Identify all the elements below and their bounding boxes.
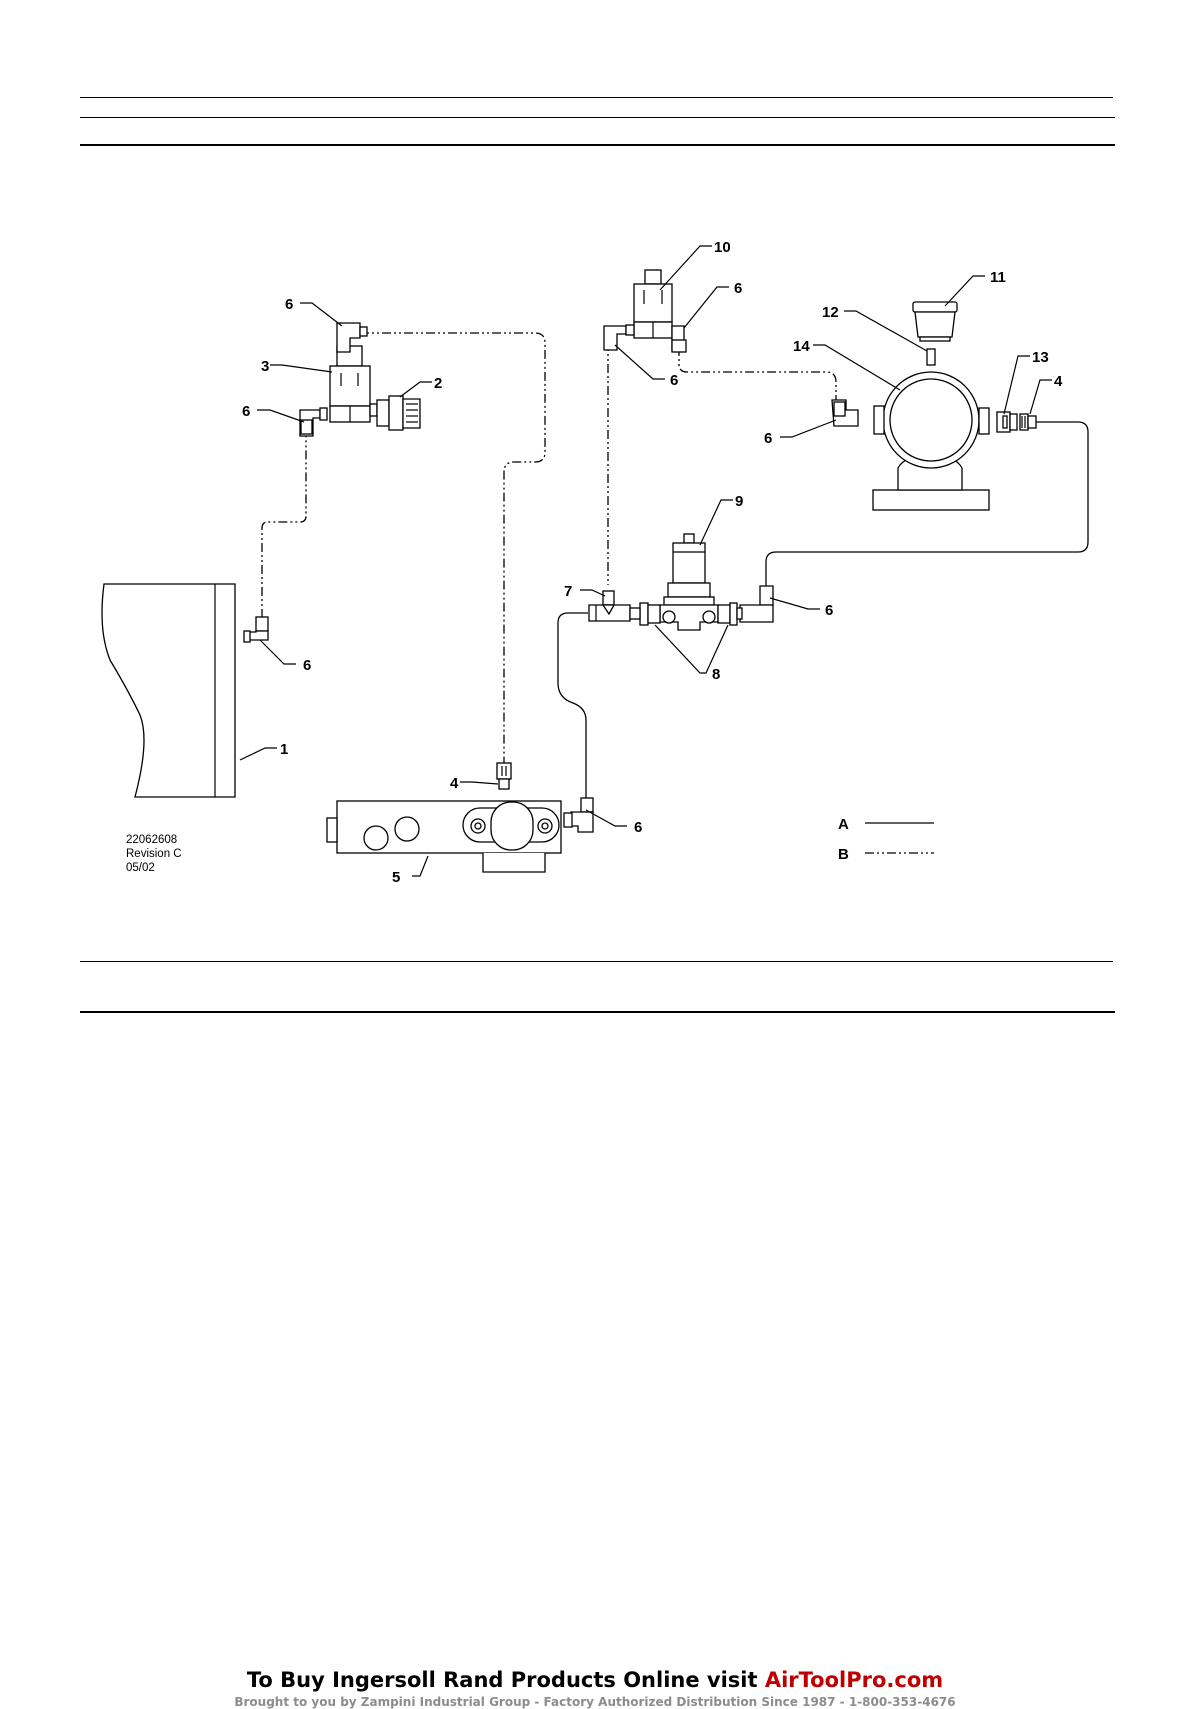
connector-2 <box>370 396 420 430</box>
callout-3: 3 <box>261 358 269 375</box>
elbow-fitting-valve10-right <box>672 326 686 352</box>
callout-6-block: 6 <box>634 819 642 836</box>
port-fitting-8-right <box>718 603 737 625</box>
footer-promo-text: To Buy Ingersoll Rand Products Online vi… <box>247 1668 765 1692</box>
solenoid-valve-9 <box>660 534 718 630</box>
callout-6-valve10-left: 6 <box>670 372 678 389</box>
filter-housing-14 <box>873 372 989 510</box>
footer-brand-link[interactable]: AirToolPro.com <box>765 1668 943 1692</box>
callout-6-tank: 6 <box>303 657 311 674</box>
callout-8: 8 <box>712 666 720 683</box>
callout-6-valve10-right: 6 <box>734 280 742 297</box>
callout-5: 5 <box>392 869 400 886</box>
callout-6-valve3-top: 6 <box>285 296 293 313</box>
elbow-fitting-valve10-left <box>604 325 634 350</box>
elbow-fitting-valve9-right <box>737 586 773 622</box>
callout-2: 2 <box>434 375 442 392</box>
callout-6-valve3-bottom: 6 <box>242 403 250 420</box>
legend-key-b: B <box>838 846 849 863</box>
drawing-revision: Revision C <box>126 848 182 860</box>
callout-14: 14 <box>793 338 810 355</box>
legend-key-a: A <box>838 816 849 833</box>
callout-6-filter: 6 <box>764 430 772 447</box>
callout-12: 12 <box>822 304 839 321</box>
callout-1: 1 <box>280 741 288 758</box>
fitting-4-block <box>497 763 511 789</box>
fitting-4-filter <box>1020 414 1036 430</box>
solenoid-valve-10 <box>634 270 672 338</box>
callout-11: 11 <box>990 269 1006 286</box>
drawing-date: 05/02 <box>126 862 155 874</box>
callout-6-valve9: 6 <box>825 602 833 619</box>
callout-4-block: 4 <box>450 775 459 792</box>
fitting-13 <box>997 412 1017 432</box>
callout-7: 7 <box>564 583 572 600</box>
block-elbow-6 <box>564 798 593 832</box>
footer-promo: To Buy Ingersoll Rand Products Online vi… <box>0 1668 1190 1692</box>
manifold-block-5 <box>327 801 561 872</box>
callout-4-filter: 4 <box>1054 373 1063 390</box>
drawing-number: 22062608 <box>126 834 177 846</box>
gauge-11 <box>913 302 957 341</box>
solenoid-valve-3 <box>330 346 370 422</box>
receiver-tank <box>102 584 268 797</box>
drawing-id: 22062608 Revision C 05/02 <box>126 834 182 874</box>
footer-distributor-line: Brought to you by Zampini Industrial Gro… <box>0 1695 1190 1709</box>
callout-9: 9 <box>735 493 743 510</box>
port-fitting-8-left <box>640 603 660 625</box>
filter-elbow-6 <box>832 400 858 426</box>
tee-fitting-7 <box>589 591 640 621</box>
nipple-12 <box>927 349 935 365</box>
callout-10: 10 <box>714 239 731 256</box>
elbow-fitting-valve3-bottom <box>300 408 327 436</box>
callout-13: 13 <box>1032 349 1049 366</box>
legend <box>865 823 934 853</box>
